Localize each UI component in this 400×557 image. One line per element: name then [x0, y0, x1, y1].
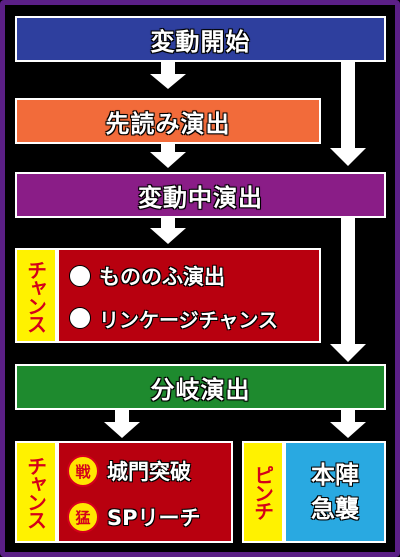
arrow-preview-to-during — [150, 143, 186, 168]
chance-top-item-2: リンケージチャンス — [59, 302, 319, 334]
bullet-icon — [69, 265, 91, 287]
arrow-start-to-during-right — [330, 60, 366, 166]
chance-top-tab: チャンス — [15, 248, 57, 343]
box-during-label: 変動中演出 — [138, 183, 263, 212]
arrow-branch-to-chance — [104, 410, 140, 438]
pinch-line-1: 本陣 — [311, 461, 359, 489]
pinch-tab-label: ピンチ — [250, 465, 275, 519]
bullet-icon — [69, 307, 91, 329]
pinch-line-2: 急襲 — [311, 495, 359, 523]
chance-bottom-tab-label: チャンス — [23, 456, 48, 528]
chance-top-item-1-label: もののふ演出 — [99, 265, 225, 289]
chance-top-item-1: もののふ演出 — [59, 260, 319, 292]
chance-top-item-2-label: リンケージチャンス — [99, 307, 278, 332]
arrow-during-to-chance — [150, 218, 186, 244]
box-preview: 先読み演出 — [15, 98, 321, 144]
chance-bottom-tab: チャンス — [15, 441, 57, 543]
box-during: 変動中演出 — [15, 172, 386, 218]
chance-top-panel: もののふ演出 リンケージチャンス — [57, 248, 321, 343]
pinch-tab: ピンチ — [242, 441, 284, 543]
chance-bottom-item-2-label: SPリーチ — [107, 506, 201, 530]
arrow-start-to-preview — [150, 62, 186, 89]
box-start: 変動開始 — [15, 16, 386, 62]
box-preview-label: 先読み演出 — [105, 109, 231, 138]
chance-bottom-item-1: 戦 城門突破 — [59, 453, 231, 489]
box-start-label: 変動開始 — [150, 27, 251, 56]
chance-bottom-panel: 戦 城門突破 猛 SPリーチ — [57, 441, 233, 543]
fierce-badge-icon: 猛 — [67, 501, 99, 533]
arrow-branch-to-pinch — [330, 410, 366, 438]
box-branch: 分岐演出 — [15, 364, 386, 410]
pinch-panel: 本陣 急襲 — [284, 441, 386, 543]
box-branch-label: 分岐演出 — [150, 375, 251, 404]
chance-top-tab-label: チャンス — [23, 259, 48, 332]
battle-badge-icon: 戦 — [67, 455, 99, 487]
chance-bottom-item-2: 猛 SPリーチ — [59, 499, 231, 535]
chance-bottom-item-1-label: 城門突破 — [107, 460, 191, 484]
arrow-during-to-branch-right — [330, 218, 366, 362]
